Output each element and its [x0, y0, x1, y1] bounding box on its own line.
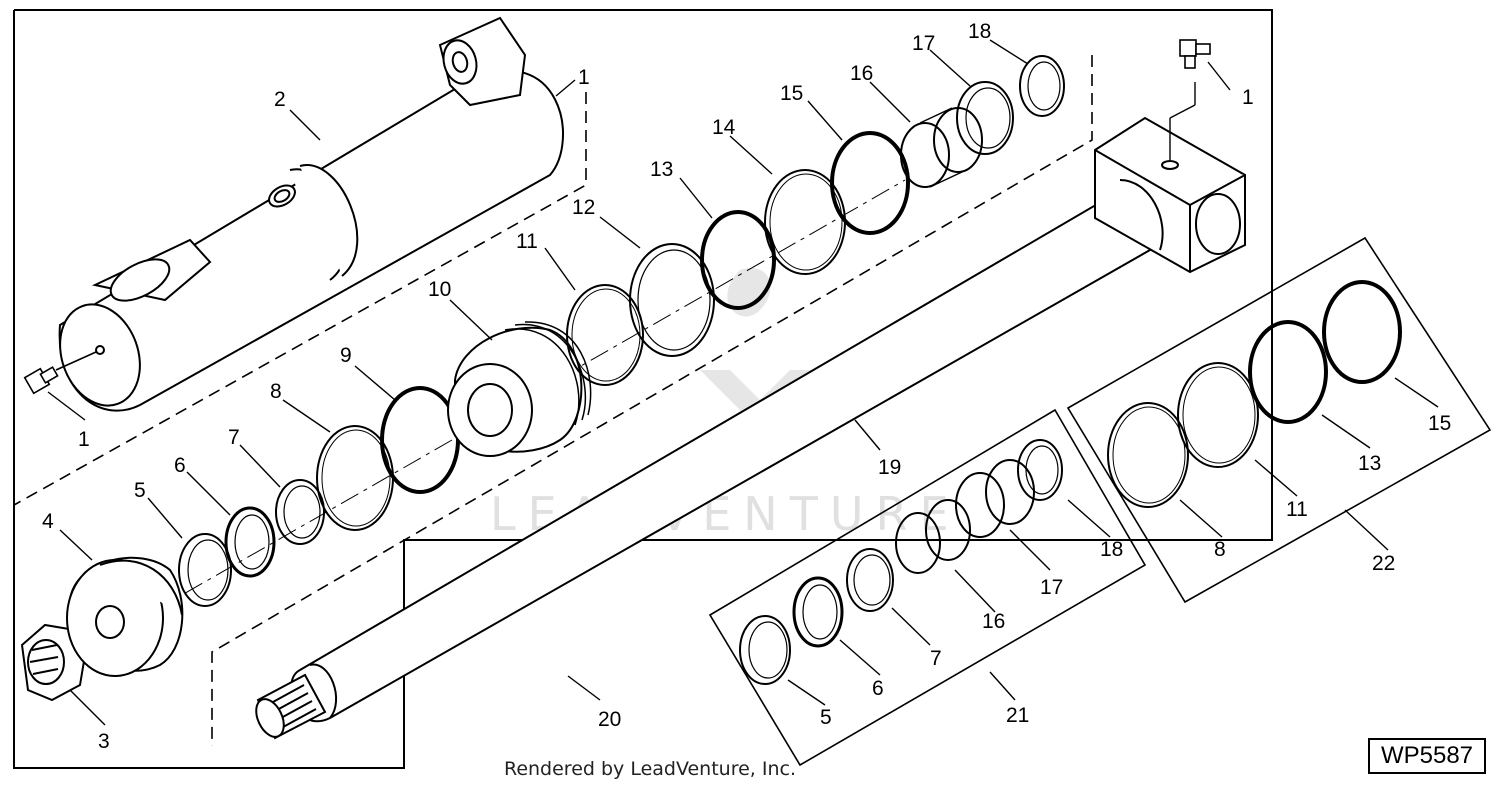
callout-16: 16 — [850, 62, 873, 85]
callout-4: 4 — [42, 510, 54, 533]
callout-20: 20 — [598, 708, 621, 731]
callout-13: 13 — [650, 158, 673, 181]
callout-8-kit: 8 — [1214, 538, 1226, 561]
callout-13-kit: 13 — [1358, 452, 1381, 475]
callout-11: 11 — [516, 230, 538, 253]
callout-5-kit: 5 — [820, 706, 832, 729]
hex-nut — [20, 623, 87, 702]
grease-fitting-left — [23, 351, 97, 395]
kit-22-box — [1066, 236, 1492, 604]
callout-22: 22 — [1372, 552, 1395, 575]
kit-21-parts — [739, 439, 1063, 685]
kit-22-parts — [1107, 280, 1402, 508]
callout-3: 3 — [98, 730, 110, 753]
callout-14: 14 — [712, 116, 736, 139]
leader-lines — [47, 39, 1439, 726]
piston-rod — [255, 116, 1246, 740]
seals — [178, 55, 1065, 607]
callout-21: 21 — [1006, 704, 1029, 727]
callout-11-kit: 11 — [1286, 498, 1308, 521]
callout-16-kit: 16 — [982, 610, 1005, 633]
callout-15: 15 — [780, 82, 803, 105]
callout-18-kit: 18 — [1100, 538, 1123, 561]
callout-15-kit: 15 — [1428, 412, 1451, 435]
callouts: 1 2 1 1 4 5 6 7 8 9 10 11 12 13 14 15 16… — [42, 20, 1451, 753]
callout-17-kit: 17 — [1040, 576, 1063, 599]
callout-6: 6 — [174, 454, 186, 477]
footer-credit: Rendered by LeadVenture, Inc. — [503, 758, 797, 780]
callout-5: 5 — [134, 479, 146, 502]
callout-18: 18 — [968, 20, 991, 43]
kit-21-box — [708, 408, 1147, 767]
callout-12: 12 — [572, 196, 595, 219]
gland — [66, 556, 184, 677]
callout-7-kit: 7 — [930, 647, 942, 670]
cylinder-barrel — [58, 16, 564, 412]
callout-8: 8 — [270, 380, 282, 403]
callout-6-kit: 6 — [872, 677, 884, 700]
callout-19: 19 — [878, 456, 901, 479]
grease-fitting-top — [1179, 39, 1211, 69]
frame-border — [13, 9, 1273, 769]
callout-1-top: 1 — [1242, 86, 1254, 109]
callout-9: 9 — [340, 344, 352, 367]
callout-2: 2 — [274, 88, 286, 111]
callout-10: 10 — [428, 278, 451, 301]
callout-1-barrel: 1 — [578, 66, 590, 89]
callout-1-left: 1 — [78, 428, 90, 451]
callout-17: 17 — [912, 32, 935, 55]
callout-7: 7 — [228, 426, 240, 449]
figure-id-box: WP5587 — [1368, 738, 1486, 774]
dashed-group-lines — [13, 55, 1093, 746]
